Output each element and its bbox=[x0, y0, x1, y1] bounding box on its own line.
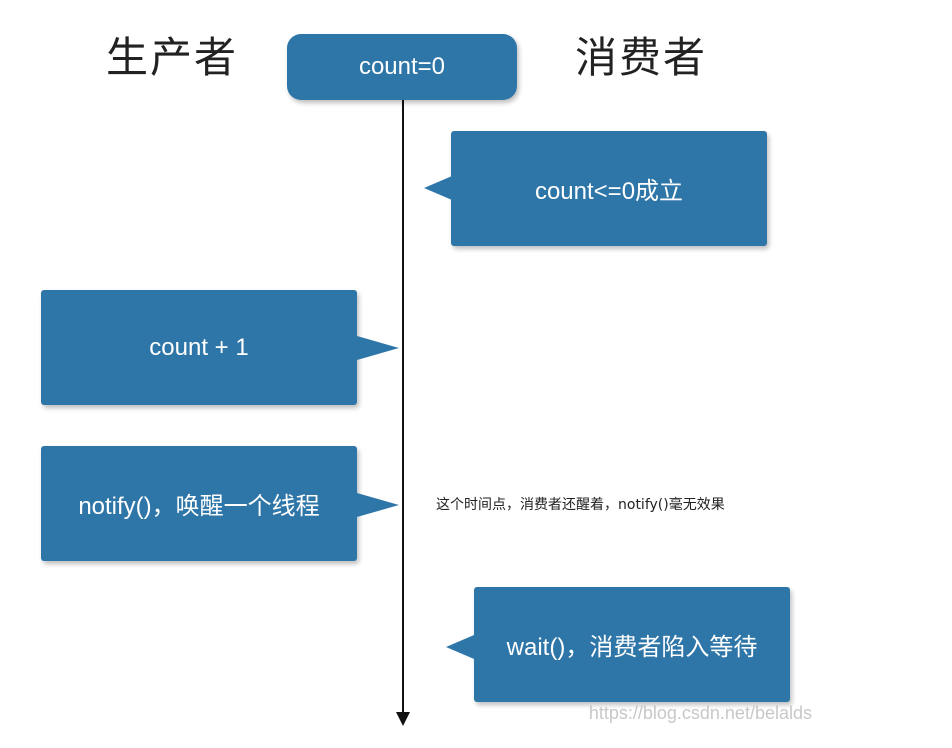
consumer-wait-tail bbox=[446, 635, 474, 659]
consumer-title: 消费者 bbox=[575, 33, 708, 82]
timeline-line bbox=[402, 100, 404, 715]
producer-notify-tail bbox=[357, 493, 399, 517]
timeline-arrowhead bbox=[396, 712, 410, 726]
producer-notify-box: notify()，唤醒一个线程 bbox=[41, 446, 357, 561]
watermark-text: https://blog.csdn.net/belalds bbox=[588, 703, 812, 723]
consumer-check-box: count<=0成立 bbox=[451, 131, 767, 246]
consumer-wait-box: wait()，消费者陷入等待 bbox=[474, 587, 790, 702]
annotation-note: 这个时间点，消费者还醒着，notify()毫无效果 bbox=[436, 497, 725, 513]
count-initial-box: count=0 bbox=[287, 34, 517, 100]
producer-increment-tail bbox=[357, 336, 399, 360]
producer-title: 生产者 bbox=[106, 33, 239, 82]
consumer-check-tail bbox=[424, 176, 452, 200]
producer-increment-box: count + 1 bbox=[41, 290, 357, 405]
